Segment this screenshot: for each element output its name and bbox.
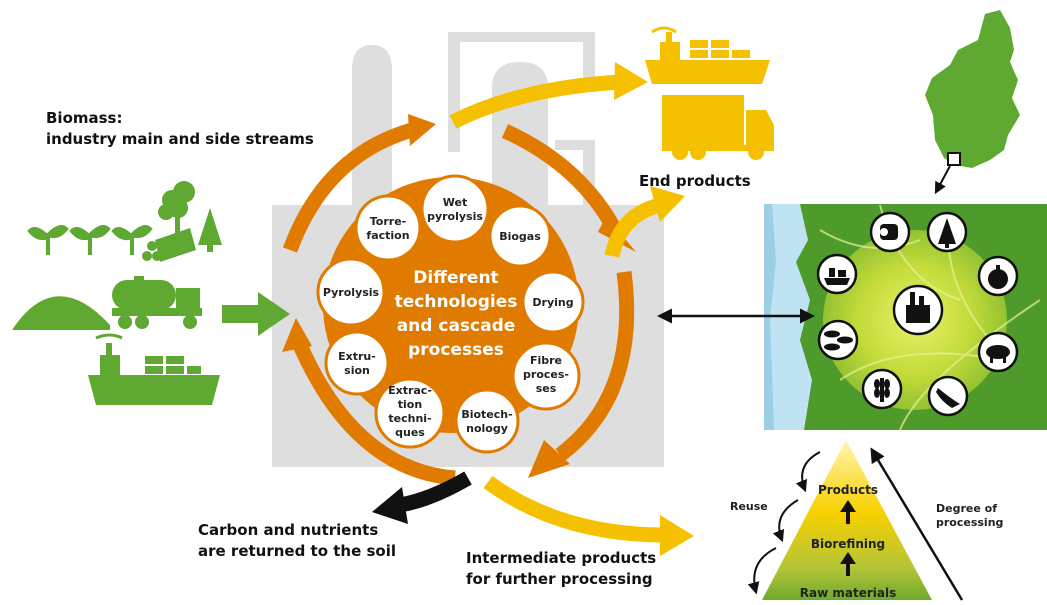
- tech-node-biotechnology: [454, 388, 520, 454]
- yellow-arrowhead-1: [614, 62, 648, 100]
- tech-label-biotech-2: nology: [466, 422, 508, 435]
- tech-label-pyrolysis: Pyrolysis: [323, 286, 380, 299]
- carbon-label: Carbon and nutrients are returned to the…: [198, 520, 396, 562]
- biomass-pile-icon: [12, 296, 110, 330]
- end-products-label: End products: [639, 172, 751, 190]
- pyramid-biorefining-label: Biorefining: [811, 537, 885, 551]
- map-icon-glyphs: [824, 218, 1010, 408]
- degree-label-line2: processing: [936, 516, 1003, 529]
- yellow-arrows: [449, 74, 666, 543]
- intermediate-label-line1: Intermediate products: [466, 549, 657, 567]
- center-line-4: processes: [408, 340, 504, 360]
- technology-nodes: [316, 174, 585, 454]
- pyramid-raw-materials-label: Raw materials: [800, 586, 896, 600]
- tech-node-wet-pyrolysis: [420, 174, 490, 244]
- orange-arc-bottom-left: [293, 341, 456, 486]
- intermediate-label: Intermediate products for further proces…: [466, 548, 656, 590]
- center-line-3: and cascade: [397, 316, 516, 336]
- biomass-title-line2: industry main and side streams: [46, 130, 314, 148]
- reuse-arrows: [747, 451, 821, 595]
- location-marker: [947, 152, 961, 166]
- center-line-1: Different: [413, 268, 498, 288]
- logs-icon: [142, 228, 196, 262]
- degree-of-processing-arrow: [870, 447, 964, 601]
- tech-label-torrefaction-2: faction: [366, 229, 409, 242]
- yellow-arrowhead-3: [660, 515, 694, 556]
- orange-arc-left: [282, 122, 415, 253]
- tech-node-drying: [521, 270, 585, 334]
- tree-icon: [158, 181, 222, 252]
- orange-cycle-arrows: [282, 122, 635, 486]
- tech-label-fibre-3: ses: [536, 382, 557, 395]
- tech-node-pyrolysis: [316, 257, 386, 327]
- orange-arc-top-right: [501, 124, 622, 234]
- orange-arrowhead-2: [528, 440, 570, 478]
- tech-node-extraction: [374, 377, 446, 449]
- tech-label-extraction-2: tion: [398, 398, 422, 411]
- tech-label-torrefaction-1: Torre-: [370, 215, 406, 228]
- tech-label-extraction-4: ques: [395, 426, 425, 439]
- technology-labels: Wet pyrolysis Biogas Drying Fibre proces…: [323, 196, 574, 439]
- degree-label-line1: Degree of: [936, 502, 997, 515]
- yellow-arrow-right: [604, 197, 663, 258]
- biomass-title-line1: Biomass:: [46, 109, 123, 127]
- orange-arrowhead-4: [408, 114, 436, 146]
- yellow-arrow-intermediate: [483, 475, 666, 543]
- biomass-title: Biomass: industry main and side streams: [46, 108, 314, 150]
- tech-label-biogas: Biogas: [499, 230, 541, 243]
- tech-label-drying: Drying: [532, 296, 573, 309]
- tanker-truck-icon: [112, 276, 202, 329]
- tech-node-biogas: [488, 204, 552, 268]
- cargo-ship-icon: [645, 26, 770, 84]
- reuse-label: Reuse: [730, 500, 768, 513]
- tech-label-fibre-2: proces-: [523, 368, 569, 381]
- tech-label-biotech-1: Biotech-: [461, 408, 512, 421]
- delivery-truck-icon: [662, 95, 774, 160]
- tech-node-extrusion: [324, 330, 390, 396]
- orange-arrowhead-3: [282, 318, 312, 352]
- yellow-arrowhead-2: [650, 186, 685, 222]
- finland-map-icon: [925, 10, 1020, 168]
- center-line-2: technologies: [395, 292, 518, 312]
- plants-icon: [27, 225, 153, 255]
- intermediate-label-line2: for further processing: [466, 570, 653, 588]
- biomass-input-arrow: [222, 292, 290, 336]
- tech-node-fibre-processes: [511, 341, 581, 411]
- ship-icon: [816, 253, 858, 295]
- location-pointer-arrow: [934, 165, 951, 195]
- yellow-arrow-end-products: [449, 74, 621, 129]
- pyramid-up-arrows: [840, 500, 856, 576]
- pyramid-products-label: Products: [818, 483, 878, 497]
- soil-return-arrow: [372, 471, 472, 524]
- tech-label-extraction-3: techni-: [388, 412, 431, 425]
- center-title: Different technologies and cascade proce…: [395, 268, 518, 360]
- carbon-label-line1: Carbon and nutrients: [198, 521, 379, 539]
- tech-node-torrefaction: [354, 194, 422, 262]
- ship-icon-left: [88, 333, 220, 405]
- carbon-label-line2: are returned to the soil: [198, 542, 397, 560]
- tech-label-extrusion-1: Extru-: [338, 350, 376, 363]
- orange-arc-right: [555, 271, 635, 461]
- tech-label-extraction-1: Extrac-: [388, 384, 432, 397]
- tech-label-wet-pyrolysis-1: Wet: [443, 196, 467, 209]
- tech-label-extrusion-2: sion: [344, 364, 370, 377]
- tech-label-fibre-1: Fibre: [530, 354, 562, 367]
- tech-label-wet-pyrolysis-2: pyrolysis: [427, 210, 483, 223]
